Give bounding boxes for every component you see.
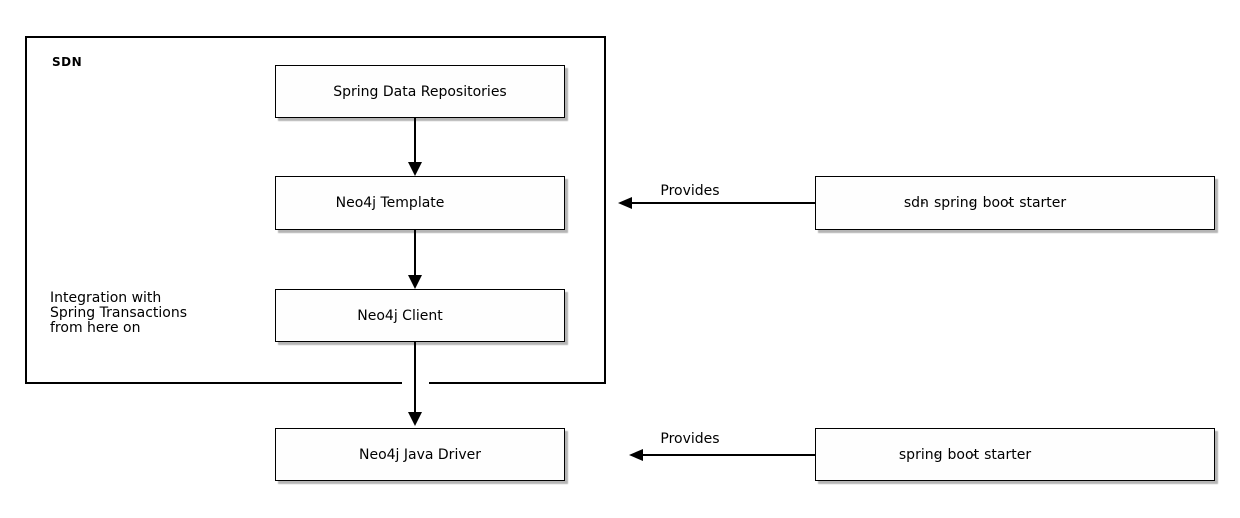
edge-repositories-to-template-arrowhead (408, 162, 422, 176)
node-neo4j-template: Neo4j Template (275, 176, 565, 230)
node-spring-data-repositories-label: Spring Data Repositories (333, 83, 507, 100)
integration-note: Integration with Spring Transactions fro… (50, 291, 187, 336)
edge-sdn-starter-to-sdn-arrowhead (618, 197, 632, 209)
node-sdn-spring-boot-starter: sdn-spring-boot-starter (815, 176, 1215, 230)
node-spring-data-repositories: Spring Data Repositories (275, 65, 565, 118)
integration-note-line: Integration with (50, 290, 162, 306)
integration-note-line: from here on (50, 320, 141, 336)
edge-template-to-client-arrowhead (408, 275, 422, 289)
edge-sdn-starter-to-sdn-line (632, 202, 815, 204)
node-neo4j-client-label: Neo4j Client (357, 307, 443, 324)
sdn-container-label: SDN (52, 55, 83, 69)
sdn-container-box (25, 36, 606, 384)
node-sdn-spring-boot-starter-label: sdn-spring-boot-starter (903, 195, 1067, 211)
node-neo4j-java-driver: Neo4j Java Driver (275, 428, 565, 481)
node-spring-boot-starter-label: spring-boot-starter (898, 446, 1032, 463)
edge-client-to-driver-line (414, 342, 416, 412)
edge-boot-starter-to-driver-line (643, 454, 815, 456)
node-neo4j-client: Neo4j Client (275, 289, 565, 342)
edge-client-to-driver-arrowhead (408, 412, 422, 426)
provides-label-top: Provides (660, 183, 720, 199)
edge-template-to-client-line (414, 230, 416, 276)
node-spring-boot-starter: spring-boot-starter (815, 428, 1215, 481)
provides-label-bottom: Provides (660, 431, 720, 447)
edge-boot-starter-to-driver-arrowhead (629, 449, 643, 461)
node-neo4j-java-driver-label: Neo4j Java Driver (358, 446, 481, 463)
edge-repositories-to-template-line (414, 118, 416, 164)
integration-note-line: Spring Transactions (50, 305, 188, 321)
node-neo4j-template-label: Neo4j Template (335, 195, 445, 211)
